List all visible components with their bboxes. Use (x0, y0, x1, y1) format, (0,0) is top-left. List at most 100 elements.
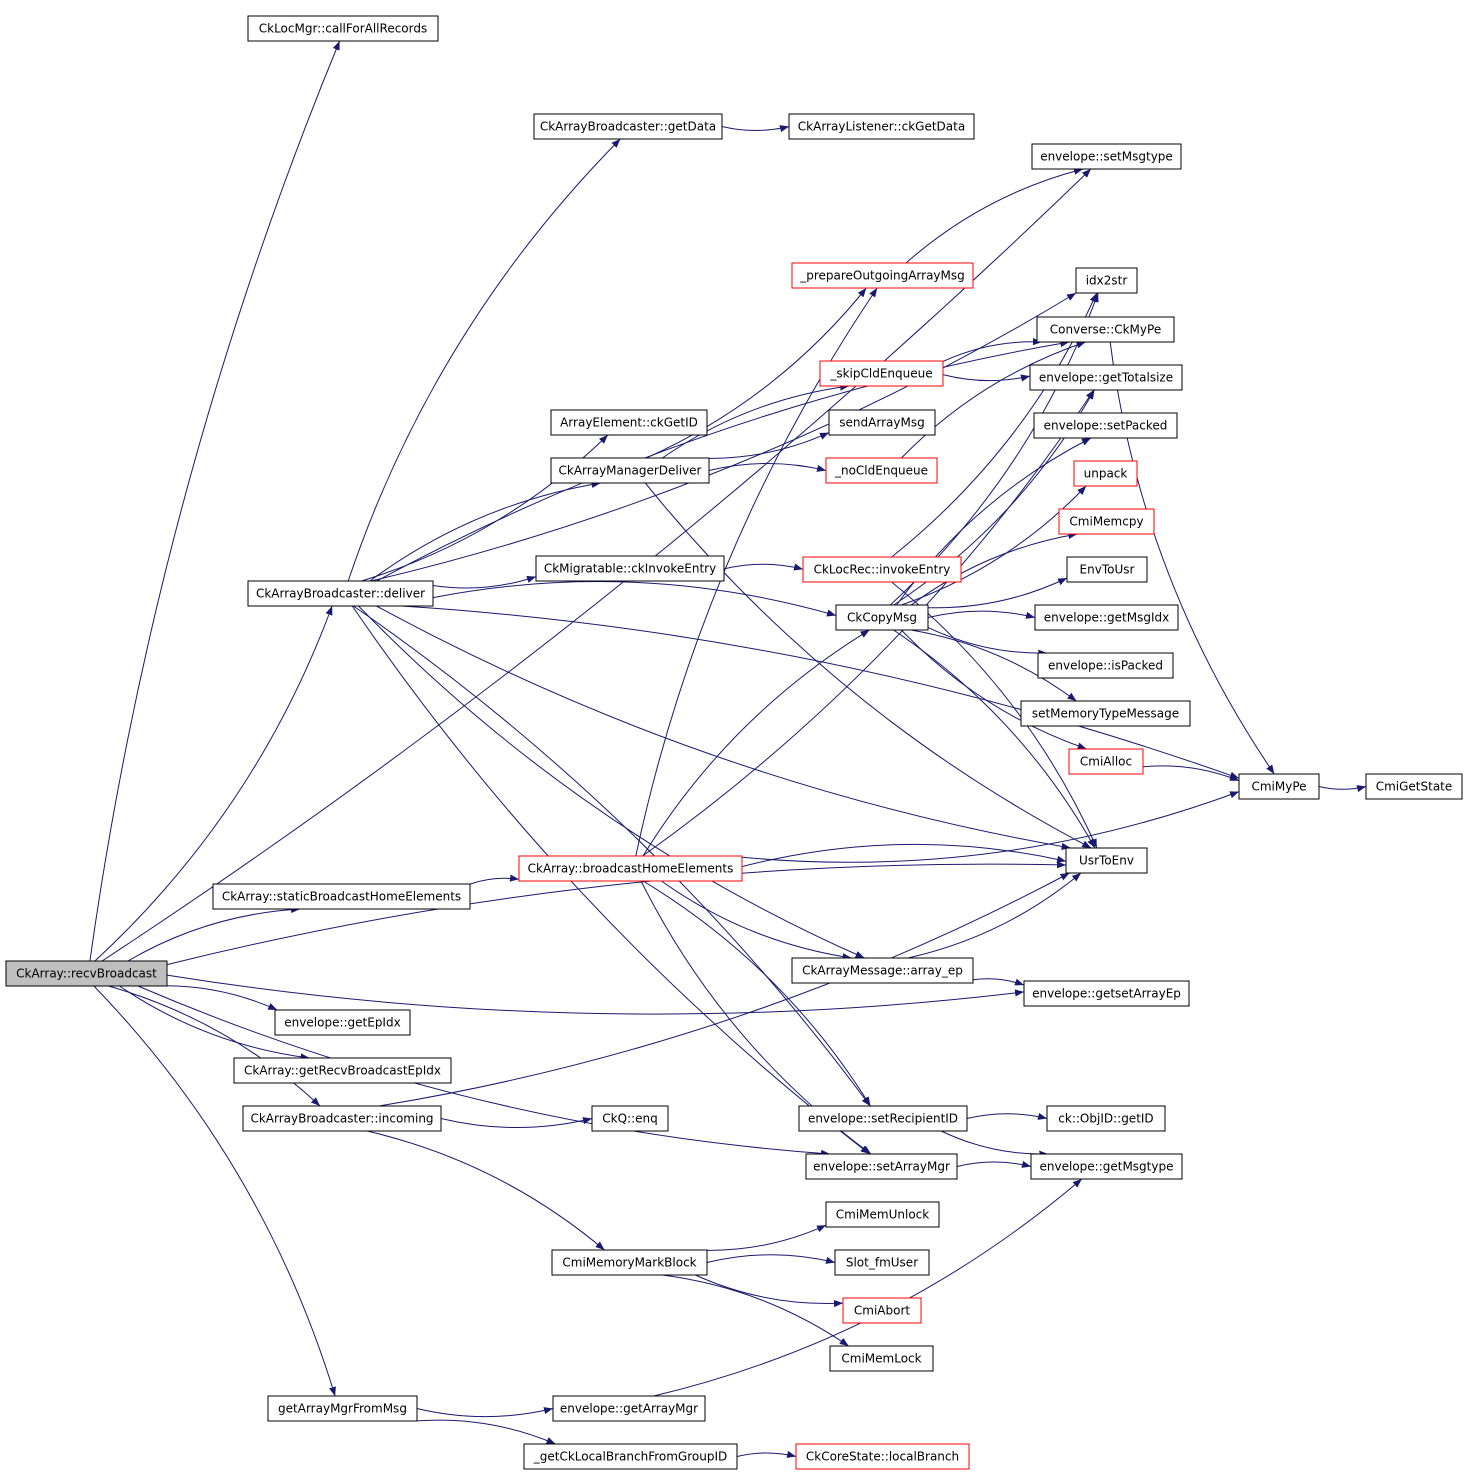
node-getTotal[interactable]: envelope::getTotalsize (1029, 364, 1183, 391)
edge-root-to-bcDeliver (94, 605, 333, 962)
node-isPacked[interactable]: envelope::isPacked (1037, 652, 1174, 679)
node-cmiMemcpy[interactable]: CmiMemcpy (1058, 508, 1155, 535)
node-unpack[interactable]: unpack (1073, 460, 1138, 487)
node-setRecip[interactable]: envelope::setRecipientID (798, 1105, 968, 1132)
edge-root-to-callForAll (89, 40, 341, 962)
node-cmiGetState[interactable]: CmiGetState (1365, 773, 1463, 800)
edge-root-to-getsetArrayEp (166, 974, 1025, 1015)
node-callForAll[interactable]: CkLocMgr::callForAllRecords (247, 15, 439, 42)
node-prepOut[interactable]: _prepareOutgoingArrayMsg (791, 262, 974, 289)
node-ckMyPe[interactable]: Converse::CkMyPe (1036, 316, 1175, 343)
node-label: CmiMemoryMarkBlock (562, 1256, 696, 1270)
node-box (550, 409, 708, 436)
node-ckGetData[interactable]: CkArrayListener::ckGetData (788, 113, 975, 140)
node-label: CkArrayBroadcaster::incoming (250, 1112, 433, 1126)
node-box (1034, 604, 1179, 631)
edge-mgrDeliver-to-usrToEnv (644, 482, 1092, 849)
node-getsetArrayEp[interactable]: envelope::getsetArrayEp (1023, 980, 1190, 1007)
node-mgrDeliver[interactable]: CkArrayManagerDeliver (550, 457, 710, 484)
node-getMsgIdx[interactable]: envelope::getMsgIdx (1034, 604, 1179, 631)
node-memLock[interactable]: CmiMemLock (829, 1345, 934, 1372)
edge-getMgrFromMsg-to-getArrMgr (416, 1407, 554, 1418)
node-ckqEnq[interactable]: CkQ::enq (591, 1105, 669, 1132)
edge-copyMsg-to-unpack (901, 485, 1087, 606)
node-noCld[interactable]: _noCldEnqueue (825, 457, 938, 484)
node-memUnlock[interactable]: CmiMemUnlock (825, 1201, 940, 1228)
node-sendArr[interactable]: sendArrayMsg (828, 409, 936, 436)
node-bcDeliver[interactable]: CkArrayBroadcaster::deliver (247, 580, 434, 607)
node-label: _skipCldEnqueue (829, 367, 932, 381)
node-label: Converse::CkMyPe (1050, 323, 1161, 337)
node-getMsgtype[interactable]: envelope::getMsgtype (1030, 1153, 1183, 1180)
node-label: CmiMemcpy (1069, 515, 1143, 529)
node-box (819, 360, 944, 387)
node-label: envelope::setPacked (1044, 419, 1168, 433)
node-staticBc[interactable]: CkArray::staticBroadcastHomeElements (212, 883, 471, 910)
node-label: envelope::setArrayMgr (813, 1160, 950, 1174)
edge-bcDeliver-to-copyMsg (432, 581, 837, 617)
node-memMark[interactable]: CmiMemoryMarkBlock (551, 1249, 708, 1276)
node-copyMsg[interactable]: CkCopyMsg (835, 604, 929, 631)
node-label: _noCldEnqueue (834, 464, 928, 478)
node-label: envelope::isPacked (1048, 659, 1163, 673)
node-bcGetData[interactable]: CkArrayBroadcaster::getData (533, 113, 723, 140)
node-getRecvBc[interactable]: CkArray::getRecvBroadcastEpIdx (233, 1057, 452, 1084)
node-cmiAlloc[interactable]: CmiAlloc (1068, 748, 1144, 775)
edge-bcDeliver-to-ckMyPe (376, 339, 1070, 582)
node-arrayEp[interactable]: CkArrayMessage::array_ep (791, 957, 974, 984)
node-label: CkCoreState::localBranch (806, 1450, 959, 1464)
edge-arrayEp-to-getsetArrayEp (972, 978, 1025, 986)
edge-bcHome-to-usrToEnv (741, 843, 1067, 868)
node-slotFm[interactable]: Slot_fmUser (834, 1249, 930, 1276)
node-migInvoke[interactable]: CkMigratable::ckInvokeEntry (535, 555, 725, 582)
node-label: _getCkLocalBranchFromGroupID (533, 1450, 728, 1464)
edge-copyMsg-to-envToUsr (927, 577, 1068, 609)
node-box (805, 1153, 958, 1180)
node-locInvoke[interactable]: CkLocRec::invokeEntry (802, 556, 962, 583)
node-cmiMyPe[interactable]: CmiMyPe (1238, 773, 1320, 800)
node-setMsgtype[interactable]: envelope::setMsgtype (1031, 143, 1182, 170)
node-box (1023, 980, 1190, 1007)
node-label: envelope::getsetArrayEp (1032, 987, 1181, 1001)
edge-bcDeliver-to-mgrDeliver (369, 480, 601, 582)
node-box (267, 1395, 418, 1422)
nodes-layer: CkArray::recvBroadcast CkLocMgr::callForA… (5, 15, 1463, 1470)
node-box (247, 15, 439, 42)
edge-mgrDeliver-to-sendArr (695, 432, 830, 459)
edge-copyMsg-to-usrToEnv (893, 629, 1096, 849)
edge-cmiMyPe-to-cmiGetState (1318, 785, 1367, 793)
node-aeGetID[interactable]: ArrayElement::ckGetID (550, 409, 708, 436)
node-root[interactable]: CkArray::recvBroadcast (5, 960, 168, 987)
node-label: CkLocMgr::callForAllRecords (259, 22, 427, 36)
edge-root-to-setArrMgr (137, 985, 831, 1157)
edge-copyMsg-to-cmiMemcpy (910, 531, 1078, 606)
node-box (1033, 412, 1178, 439)
edge-mgrDeliver-to-skipCld (662, 383, 850, 459)
node-localBranch[interactable]: CkCoreState::localBranch (795, 1443, 970, 1470)
node-label: CkArrayMessage::array_ep (802, 964, 963, 978)
node-box (551, 1249, 708, 1276)
node-bcIncoming[interactable]: CkArrayBroadcaster::incoming (242, 1105, 442, 1132)
node-getEpIdx[interactable]: envelope::getEpIdx (274, 1009, 411, 1036)
edge-root-to-bcIncoming (108, 985, 321, 1107)
node-setArrMgr[interactable]: envelope::setArrayMgr (805, 1153, 958, 1180)
node-box (550, 457, 710, 484)
node-label: CkArrayBroadcaster::getData (540, 120, 716, 134)
node-usrToEnv[interactable]: UsrToEnv (1065, 847, 1148, 874)
node-bcHome[interactable]: CkArray::broadcastHomeElements (518, 855, 743, 882)
node-setPacked[interactable]: envelope::setPacked (1033, 412, 1178, 439)
node-cmiAbort[interactable]: CmiAbort (842, 1297, 922, 1324)
node-objGetID[interactable]: ck::ObjID::getID (1046, 1105, 1166, 1132)
node-setMemType[interactable]: setMemoryTypeMessage (1020, 700, 1191, 727)
node-getMgrFromMsg[interactable]: getArrayMgrFromMsg (267, 1395, 418, 1422)
node-idx2str[interactable]: idx2str (1075, 267, 1138, 294)
node-getLocalBr[interactable]: _getCkLocalBranchFromGroupID (523, 1443, 738, 1470)
edge-root-to-getMgrFromMsg (93, 985, 336, 1397)
node-getArrMgr[interactable]: envelope::getArrayMgr (552, 1395, 706, 1422)
node-label: envelope::setMsgtype (1040, 150, 1173, 164)
edge-setRecip-to-objGetID (966, 1112, 1048, 1120)
node-skipCld[interactable]: _skipCldEnqueue (819, 360, 944, 387)
node-envToUsr[interactable]: EnvToUsr (1066, 556, 1148, 583)
node-label: setMemoryTypeMessage (1032, 707, 1179, 721)
edge-bcHome-to-cmiMyPe (729, 791, 1240, 863)
